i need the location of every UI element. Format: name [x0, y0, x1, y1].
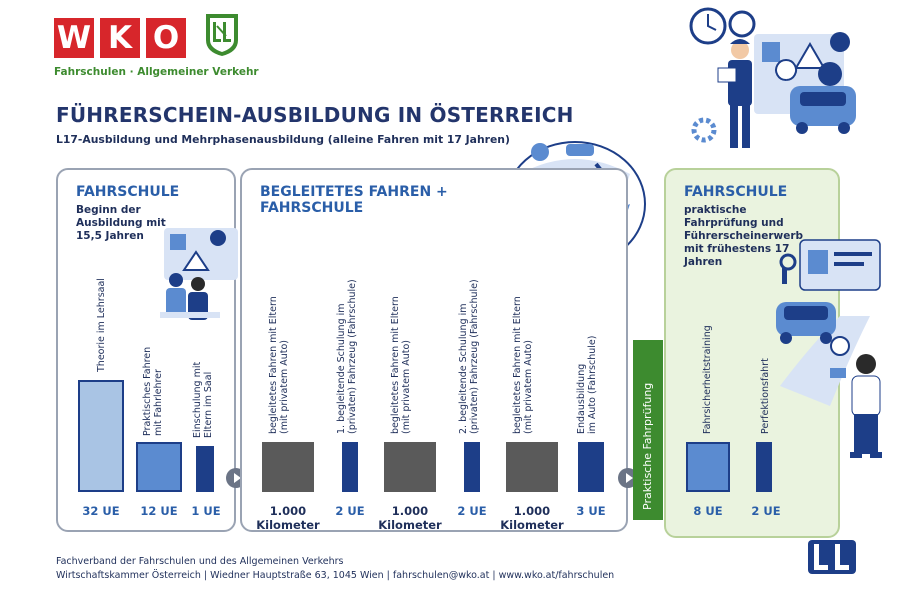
bar-begleitet-3-label: begleitetes Fahren mit Eltern (mit priva… — [512, 296, 534, 434]
wko-logo: W K O Fahrschulen · Allgemeiner Verkehr — [54, 14, 259, 84]
page-subtitle: L17-Ausbildung und Mehrphasenausbildung … — [56, 133, 510, 146]
bar-begleitet-2-label: begleitetes Fahren mit Eltern (mit priva… — [390, 296, 412, 434]
instructor-illustration — [689, 7, 856, 148]
bar-einschulung-value: 1 UE — [191, 504, 221, 518]
logo-letter-o: O — [146, 18, 186, 58]
bar-einschulung-label: Einschulung mit Eltern im Saal — [192, 361, 214, 438]
bar-fahrsicherheit-value: 8 UE — [693, 504, 723, 518]
logo-letter-k: K — [100, 18, 140, 58]
bar-fahrsicherheit-label: Fahrsicherheitstraining — [702, 325, 713, 434]
panel2-heading: BEGLEITETES FAHREN + FAHRSCHULE — [260, 184, 448, 216]
fahrschule-start-panel: FAHRSCHULE Beginn der Ausbildung mit 15,… — [56, 168, 256, 532]
bar-praktisch — [136, 442, 182, 492]
pruefung-label: Praktische Fahrprüfung — [641, 382, 654, 510]
bar-theorie-value: 32 UE — [82, 504, 120, 518]
bar-endausbildung — [578, 442, 604, 492]
bar-schulung-2-label: 2. begleitende Schulung im (privaten) Fa… — [458, 279, 480, 434]
bar-begleitet-1-label: begleitetes Fahren mit Eltern (mit priva… — [268, 296, 290, 434]
bar-begleitet-2 — [384, 442, 436, 492]
bar-schulung-1 — [342, 442, 358, 492]
bar-theorie-label: Theorie im Lehrsaal — [96, 278, 107, 372]
begleitetes-fahren-panel: BEGLEITETES FAHREN + FAHRSCHULE begleite… — [240, 168, 628, 532]
praktische-fahrpruefung-strip: Praktische Fahrprüfung — [633, 340, 663, 520]
bar-perfektion — [756, 442, 772, 492]
bar-endausbildung-label: Endausbildung im Auto (Fahrschule) — [576, 335, 598, 434]
bar-perfektion-value: 2 UE — [751, 504, 781, 518]
logo-letter-w: W — [54, 18, 94, 58]
logo-subline: Fahrschulen · Allgemeiner Verkehr — [54, 66, 259, 78]
bar-praktisch-label: Praktisches Fahren mit Fahrlehrer — [142, 346, 164, 436]
l-plate-icon — [808, 540, 856, 574]
panel1-heading: FAHRSCHULE — [76, 184, 180, 200]
bar-begleitet-1-value: 1.000 Kilometer — [256, 504, 320, 532]
panel3-text: praktische Fahrprüfung und Führerscheine… — [684, 204, 804, 268]
bar-theorie — [78, 380, 124, 492]
panel3-heading: FAHRSCHULE — [684, 184, 788, 200]
bar-begleitet-3-value: 1.000 Kilometer — [500, 504, 564, 532]
bar-schulung-1-label: 1. begleitende Schulung im (privaten) Fa… — [336, 279, 358, 434]
bar-praktisch-value: 12 UE — [140, 504, 178, 518]
bar-einschulung — [196, 446, 214, 492]
panel1-text: Beginn der Ausbildung mit 15,5 Jahren — [76, 204, 166, 242]
footer-org: Fachverband der Fahrschulen und des Allg… — [56, 556, 344, 567]
bar-begleitet-2-value: 1.000 Kilometer — [378, 504, 442, 532]
classroom-illustration — [160, 228, 256, 322]
logo-shield-icon — [206, 14, 238, 56]
page-title: FÜHRERSCHEIN-AUSBILDUNG IN ÖSTERREICH — [56, 103, 574, 127]
bar-fahrsicherheit — [686, 442, 730, 492]
bar-begleitet-1 — [262, 442, 314, 492]
bar-begleitet-3 — [506, 442, 558, 492]
footer-contact: Wirtschaftskammer Österreich | Wiedner H… — [56, 570, 615, 581]
license-illustration — [776, 239, 882, 458]
bar-schulung-2 — [464, 442, 480, 492]
bar-schulung-2-value: 2 UE — [457, 504, 487, 518]
bar-endausbildung-value: 3 UE — [576, 504, 606, 518]
bar-schulung-1-value: 2 UE — [335, 504, 365, 518]
